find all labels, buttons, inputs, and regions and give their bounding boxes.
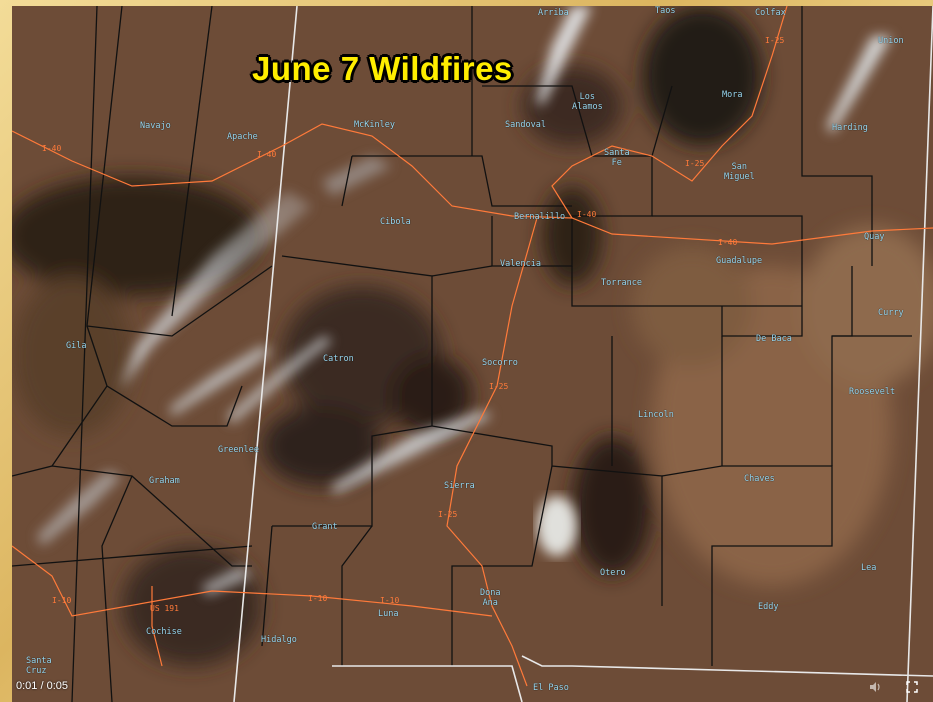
- county-label: Greenlee: [218, 445, 259, 455]
- highway-label: I-40: [257, 150, 277, 159]
- county-label: Apache: [227, 132, 258, 142]
- white-sands: [537, 496, 577, 556]
- satellite-map: [12, 6, 933, 702]
- county-label: Arriba: [538, 8, 569, 18]
- county-label: Catron: [323, 354, 354, 364]
- county-label: Union: [878, 36, 904, 46]
- highway-label: I-10: [52, 596, 72, 605]
- county-label: Hidalgo: [261, 635, 297, 645]
- county-label: Cibola: [380, 217, 411, 227]
- county-label: McKinley: [354, 120, 395, 130]
- state-boundaries: [233, 6, 933, 702]
- county-label: Colfax: [755, 8, 786, 18]
- county-label: Santa Fe: [604, 148, 630, 168]
- county-label: Taos: [655, 6, 676, 16]
- highway-label: I-25: [765, 36, 785, 45]
- highway-label: I-25: [489, 382, 509, 391]
- county-label: Chaves: [744, 474, 775, 484]
- county-label: Graham: [149, 476, 180, 486]
- highway-label: I-10: [380, 596, 400, 605]
- highway-label: US 191: [150, 604, 179, 613]
- highway-label: I-25: [438, 510, 458, 519]
- county-label: Navajo: [140, 121, 171, 131]
- county-label: Mora: [722, 90, 743, 100]
- county-label: Gila: [66, 341, 87, 351]
- page-title: June 7 Wildfires: [252, 50, 513, 87]
- county-label: De Baca: [756, 334, 792, 344]
- county-label: Cochise: [146, 627, 182, 637]
- county-label: Lincoln: [638, 410, 674, 420]
- county-label: Roosevelt: [849, 387, 896, 397]
- county-boundaries: [12, 6, 912, 702]
- county-label: Santa Cruz: [26, 656, 52, 676]
- county-label: Quay: [864, 232, 885, 242]
- county-label: Grant: [312, 522, 338, 532]
- highway-label: I-25: [685, 159, 705, 168]
- county-label: Sandoval: [505, 120, 546, 130]
- volume-icon[interactable]: [868, 679, 882, 698]
- county-label: Bernalillo: [514, 212, 566, 222]
- county-label: Lea: [861, 563, 877, 573]
- video-time-display: 0:01 / 0:05: [16, 680, 68, 692]
- county-label: El Paso: [533, 683, 569, 693]
- county-label: Socorro: [482, 358, 518, 368]
- county-label: Torrance: [601, 278, 642, 288]
- highway-label: I-40: [718, 238, 738, 247]
- county-label: Otero: [600, 568, 626, 578]
- highways: [12, 6, 933, 687]
- county-label: Luna: [378, 609, 399, 619]
- highway-label: I-40: [42, 144, 62, 153]
- county-label: Los Alamos: [572, 92, 603, 112]
- video-player[interactable]: Navajo Apache McKinley Sandoval Los Alam…: [12, 6, 933, 702]
- county-label: Dona Ana: [480, 588, 501, 608]
- county-label: Valencia: [500, 259, 541, 269]
- county-label: Guadalupe: [716, 256, 763, 266]
- county-label: Harding: [832, 123, 868, 133]
- county-label: Eddy: [758, 602, 779, 612]
- highway-label: I-40: [577, 210, 597, 219]
- fullscreen-icon[interactable]: [905, 679, 919, 698]
- county-label: San Miguel: [724, 162, 755, 182]
- county-label: Curry: [878, 308, 904, 318]
- highway-label: I-10: [308, 594, 328, 603]
- county-label: Sierra: [444, 481, 475, 491]
